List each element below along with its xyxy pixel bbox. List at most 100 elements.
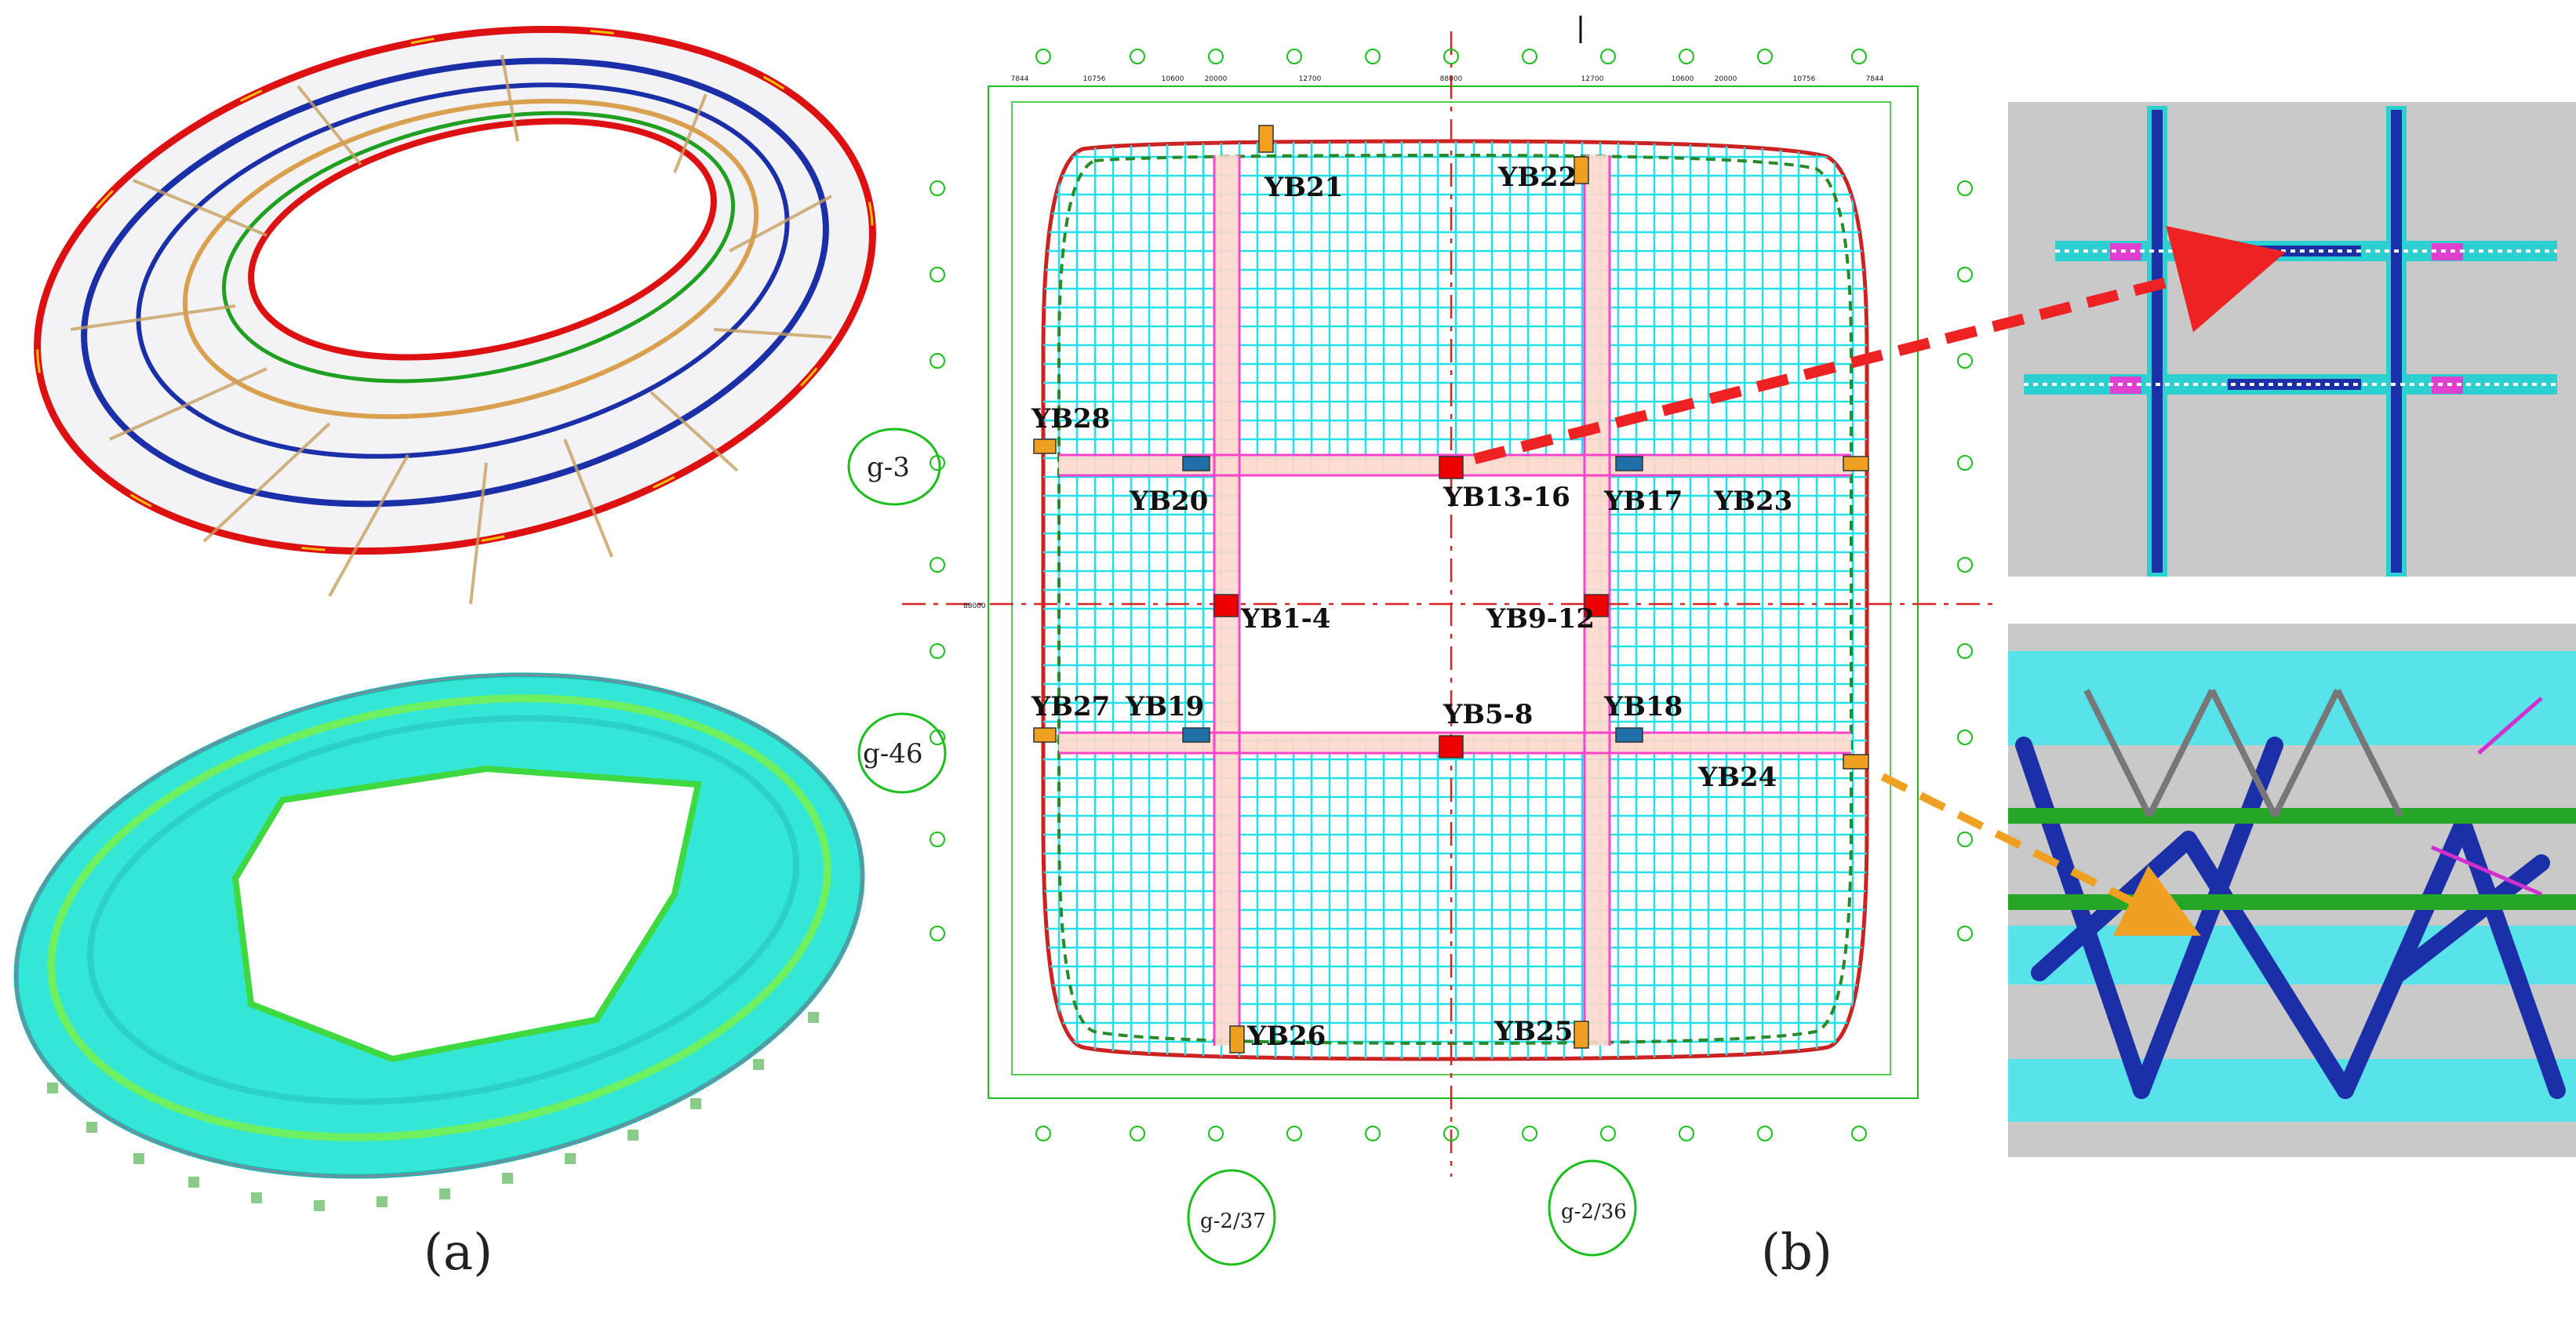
sensor-label-yb23: YB23 [1713,486,1792,517]
grid-bubble [930,557,945,573]
grid-bubbles [930,49,1973,1141]
grid-bubble [1757,49,1773,64]
grid-bubble [1851,49,1867,64]
sensor-marker-yb18 [1615,727,1643,743]
detail-views [2008,102,2576,1157]
sensor-marker-yb22 [1574,156,1589,184]
grid-bubble [930,832,945,847]
sensor-label-yb27: YB27 [1031,691,1110,722]
grid-bubble [1035,1126,1051,1141]
grid-bubble [1679,1126,1694,1141]
grid-bubble [1757,1126,1773,1141]
grid-bubble [1130,1126,1145,1141]
sensor-label-yb21: YB21 [1264,172,1343,203]
axis-label-g-46: g-46 [857,712,947,794]
grid-bubble [1957,455,1973,471]
sensor-label-yb5-8: YB5-8 [1443,699,1533,730]
sensor-label-yb13-16: YB13-16 [1443,482,1570,513]
grid-bubble [1365,49,1381,64]
sensor-marker-yb27 [1033,727,1057,743]
grid-bubble [1035,49,1051,64]
sensor-marker-yb26 [1229,1025,1245,1054]
grid-bubble [930,180,945,196]
grid-bubble [1600,1126,1616,1141]
svg-text:g-2/37: g-2/37 [1200,1210,1266,1233]
sensor-label-yb17: YB17 [1603,486,1683,517]
sensor-label-yb1-4: YB1-4 [1240,603,1330,635]
sensor-marker-yb9-12 [1584,594,1609,617]
sensor-label-yb28: YB28 [1031,403,1110,435]
sensor-marker-yb25 [1574,1021,1589,1049]
sensor-marker-yb19 [1182,727,1210,743]
grid-bubble [1208,49,1224,64]
panel-c [1992,0,2576,1321]
grid-bubble [1957,557,1973,573]
axis-label-g-2-37: g-2/37 [1187,1169,1276,1266]
stadium-model-top [34,25,876,605]
dimension-label: 12700 [1299,75,1322,83]
grid-bubble [1443,1126,1459,1141]
sensor-marker-yb5-8 [1439,735,1464,759]
sensor-label-yb18: YB18 [1603,691,1683,722]
caption-a: (a) [424,1224,493,1282]
sensor-marker-yb21 [1258,125,1274,153]
grid-bubble [930,353,945,369]
sensor-marker-yb13-16 [1439,456,1464,479]
stadium-model-bottom [13,672,865,1211]
sensor-label-yb20: YB20 [1129,486,1208,517]
dimension-label: 10600 [1672,75,1694,83]
grid-bubble [1957,353,1973,369]
grid-bubble [1130,49,1145,64]
grid-bubble [1957,730,1973,745]
grid-bubble [1957,267,1973,282]
dimension-label: 12700 [1581,75,1604,83]
sensor-label-yb24: YB24 [1697,762,1777,793]
caption-b: (b) [1761,1224,1832,1282]
grid-bubble [1851,1126,1867,1141]
grid-bubble [1365,1126,1381,1141]
grid-bubble [1286,1126,1302,1141]
grid-bubble [1957,643,1973,659]
dimension-label-vertical: 88000 [963,602,986,610]
axis-label-g-2-36: g-2/36 [1548,1159,1637,1257]
sensor-label-yb26: YB26 [1246,1021,1326,1052]
truss-band [1057,153,1853,1046]
sensor-label-yb22: YB22 [1497,162,1577,193]
sensor-marker-yb1-4 [1213,594,1239,617]
grid-bubble [1600,49,1616,64]
grid-bubble [1443,49,1459,64]
center-axes [902,31,2000,1177]
svg-text:g-3: g-3 [867,452,910,483]
grid-bubble [1957,832,1973,847]
svg-text:g-46: g-46 [863,738,923,770]
sensor-marker-yb17 [1615,456,1643,471]
dimension-label: 10756 [1793,75,1816,83]
detail-bottom-render [2008,624,2576,1157]
dimension-label: 88000 [1440,75,1463,83]
dimension-label: 20000 [1715,75,1737,83]
grid-bubble [1522,1126,1537,1141]
sensor-marker-yb28 [1033,439,1057,454]
grid-bubble [1957,180,1973,196]
svg-text:g-2/36: g-2/36 [1561,1200,1627,1224]
sensor-label-yb19: YB19 [1125,691,1204,722]
sensor-marker-yb23 [1843,456,1869,471]
dimension-label: 10756 [1083,75,1106,83]
dimension-label: 20000 [1205,75,1228,83]
detail-top-render [2008,102,2576,577]
panel-a [0,0,886,1255]
axis-label-g-3: g-3 [847,428,941,506]
sensor-label-yb25: YB25 [1494,1016,1573,1047]
grid-bubble [1679,49,1694,64]
dimension-label: 7844 [1866,75,1884,83]
sensor-marker-yb20 [1182,456,1210,471]
grid-bubble [930,643,945,659]
grid-bubble [1957,926,1973,941]
dimension-frame [988,86,1919,1099]
grid-bubble [930,926,945,941]
grid-bubble [1522,49,1537,64]
